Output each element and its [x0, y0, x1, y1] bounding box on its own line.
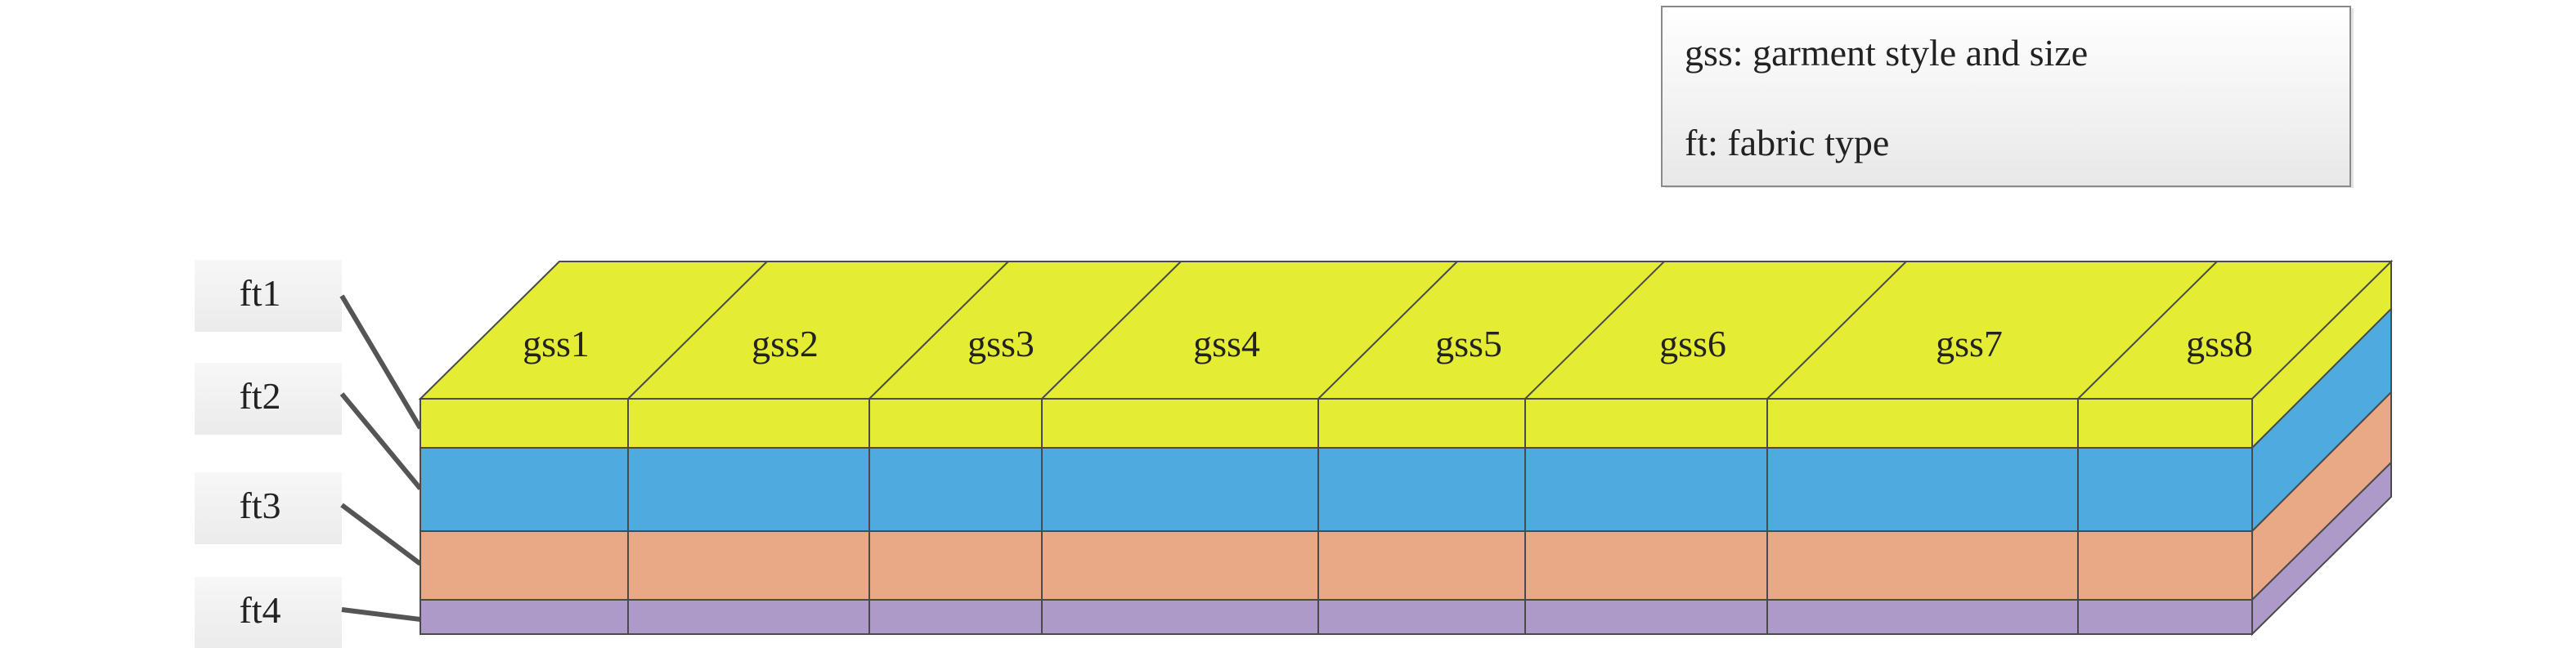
leader-line-ft3 — [340, 503, 422, 566]
gss-labels: gss1 gss2 gss3 gss4 gss5 gss6 gss7 gss8 — [523, 323, 2253, 364]
column-dividers — [627, 261, 2218, 634]
divider-top-6 — [1766, 261, 1907, 400]
layer-ft2 — [420, 447, 2253, 532]
layer-ft1 — [420, 398, 2253, 449]
top-face — [418, 261, 2394, 400]
leader-line-ft1 — [339, 294, 423, 430]
tag-ft1: ft1 — [239, 272, 280, 314]
layer-ft3 — [420, 530, 2253, 601]
tag-ft4: ft4 — [239, 589, 280, 631]
legend-line-gss: gss: garment style and size — [1685, 32, 2088, 74]
tag-ft3: ft3 — [239, 485, 280, 526]
leader-lines — [339, 294, 423, 622]
label-gss2: gss2 — [752, 323, 819, 364]
fabric-tags: ft1 ft2 ft3 ft4 — [195, 260, 342, 648]
divider-top-7 — [2077, 261, 2218, 400]
label-gss3: gss3 — [967, 323, 1034, 364]
label-gss1: gss1 — [523, 323, 590, 364]
tag-ft4-bg — [195, 577, 342, 648]
label-gss4: gss4 — [1193, 323, 1260, 364]
legend-box — [1661, 6, 2351, 187]
label-gss5: gss5 — [1435, 323, 1502, 364]
side-faces — [2251, 259, 2392, 637]
divider-top-2 — [868, 261, 1009, 400]
layer-ft4 — [420, 599, 2253, 635]
divider-top-3 — [1041, 261, 1182, 400]
leader-line-ft4 — [341, 607, 421, 622]
label-gss7: gss7 — [1936, 323, 2003, 364]
tag-ft3-bg — [195, 472, 342, 544]
legend-line-ft: ft: fabric type — [1685, 122, 1889, 163]
label-gss8: gss8 — [2186, 323, 2253, 364]
label-gss6: gss6 — [1659, 323, 1726, 364]
front-face — [420, 398, 2253, 635]
divider-top-4 — [1317, 261, 1458, 400]
tag-ft2-bg — [195, 363, 342, 435]
tag-ft1-bg — [195, 260, 342, 332]
divider-top-5 — [1524, 261, 1665, 400]
legend: gss: garment style and size ft: fabric t… — [1661, 6, 2354, 188]
divider-top-1 — [627, 261, 768, 400]
tag-ft2: ft2 — [239, 375, 280, 417]
leader-line-ft2 — [339, 392, 423, 490]
